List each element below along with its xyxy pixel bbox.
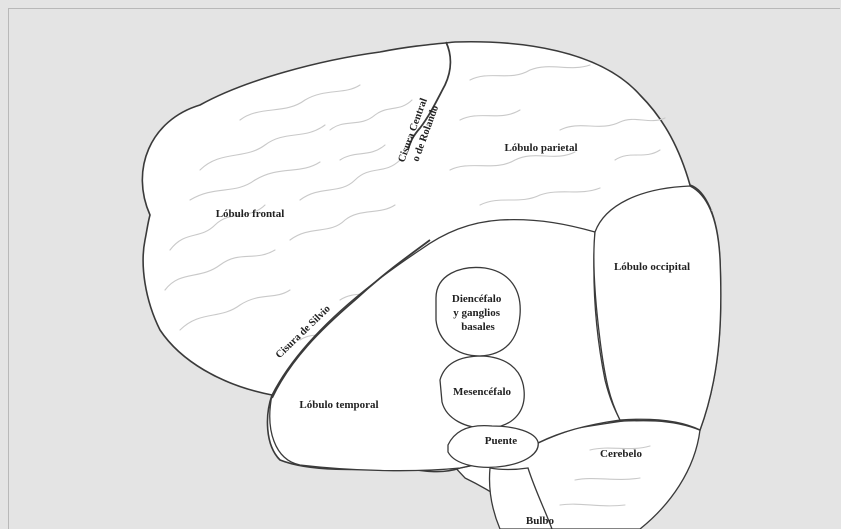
label-medulla: Bulbo [526, 515, 555, 527]
label-diencephalon-line1: Diencéfalo [452, 293, 502, 305]
occipital-lobe-region [594, 186, 721, 430]
label-cerebellum: Cerebelo [600, 448, 642, 460]
label-temporal: Lóbulo temporal [299, 399, 378, 411]
label-mesencephalon: Mesencéfalo [453, 386, 512, 398]
label-pons: Puente [485, 435, 518, 447]
label-parietal: Lóbulo parietal [504, 142, 577, 154]
label-occipital: Lóbulo occipital [614, 261, 690, 273]
label-diencephalon-line3: basales [461, 321, 495, 333]
label-diencephalon-line2: y ganglios [453, 307, 500, 319]
label-frontal: Lóbulo frontal [216, 208, 285, 220]
